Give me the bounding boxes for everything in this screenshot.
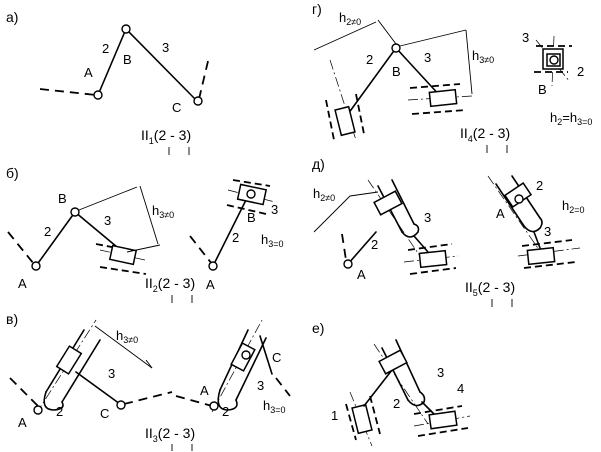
svg-text:2: 2 (536, 178, 543, 193)
svg-text:h3=0: h3=0 (263, 398, 286, 415)
slider-1-e (351, 403, 373, 435)
svg-text:3: 3 (271, 202, 278, 217)
label-joint-c: C (172, 100, 181, 115)
joint-b (121, 24, 131, 34)
svg-text:4: 4 (457, 381, 464, 396)
svg-text:2: 2 (56, 404, 63, 419)
panel-v-letter: в) (6, 311, 18, 327)
svg-text:B: B (58, 191, 67, 206)
svg-text:C: C (100, 406, 109, 421)
ground-line-c (198, 56, 210, 100)
link-3-a (125, 28, 198, 102)
svg-text:A: A (206, 277, 215, 292)
svg-text:II4(2 - 3): II4(2 - 3) (460, 125, 510, 144)
slider-block-b (108, 244, 138, 266)
svg-text:A: A (496, 206, 505, 221)
svg-text:A: A (18, 415, 27, 430)
label-joint-b: B (123, 52, 132, 67)
caption-a: II1(2 - 3) (141, 127, 191, 155)
svg-text:3: 3 (257, 378, 264, 393)
svg-text:2: 2 (44, 224, 51, 239)
panel-e: е) 1 2 3 4 (312, 320, 471, 447)
svg-text:II1(2 - 3): II1(2 - 3) (141, 127, 191, 146)
panel-d: д) h2≠0 A 2 3 A 2 3 h2=0 (312, 156, 585, 307)
svg-text:2: 2 (371, 237, 378, 252)
panel-d-letter: д) (312, 156, 325, 172)
svg-text:B: B (392, 64, 401, 79)
svg-text:2: 2 (393, 396, 400, 411)
link-2-a (97, 28, 127, 96)
joint-c (193, 96, 203, 106)
ground-line-b (7, 231, 35, 265)
panel-a-letter: а) (6, 9, 18, 25)
joint-a (93, 90, 103, 100)
label-link-3: 3 (162, 40, 169, 55)
caption-b: II2(2 - 3) (145, 275, 195, 303)
svg-text:II3(2 - 3): II3(2 - 3) (145, 425, 195, 444)
svg-text:2: 2 (366, 52, 373, 67)
label-link-2: 2 (102, 41, 109, 56)
ground-line-a (39, 88, 97, 96)
svg-text:A: A (357, 267, 366, 282)
label-joint-a: A (84, 65, 93, 80)
caption-d: II5(2 - 3) (465, 279, 515, 307)
svg-text:A: A (200, 383, 209, 398)
joint-b-b (70, 207, 80, 217)
panel-g-letter: г) (312, 1, 322, 17)
panel-e-letter: е) (312, 320, 324, 336)
svg-text:B: B (247, 210, 256, 225)
panel-b-letter: б) (6, 165, 19, 181)
svg-text:h2≠0: h2≠0 (313, 186, 335, 203)
svg-text:h2≠0: h2≠0 (339, 10, 361, 27)
svg-text:3: 3 (544, 224, 551, 239)
svg-text:C: C (272, 350, 281, 365)
svg-text:II2(2 - 3): II2(2 - 3) (145, 275, 195, 294)
svg-text:h3≠0: h3≠0 (472, 48, 494, 65)
svg-text:3: 3 (108, 366, 115, 381)
svg-text:h3=0: h3=0 (261, 232, 284, 249)
panel-b: б) h3≠0 A B 2 3 A B 2 3 h3=0 II2( (6, 165, 284, 303)
svg-text:3: 3 (424, 50, 431, 65)
svg-text:II5(2 - 3): II5(2 - 3) (465, 279, 515, 298)
svg-text:2: 2 (232, 230, 239, 245)
joint-a-b (31, 261, 41, 271)
link-3-b (74, 211, 124, 253)
svg-text:2: 2 (222, 404, 229, 419)
svg-text:A: A (18, 276, 27, 291)
panel-a: а) A B C 2 3 II1(2 - 3) (6, 9, 210, 155)
svg-text:2: 2 (577, 64, 584, 79)
panel-g: г) h2≠0 h3≠0 B 2 3 3 2 B h2=h (312, 1, 592, 153)
panel-v: в) h3≠0 A C 2 3 A C 2 3 h3=0 (6, 311, 291, 451)
svg-text:B: B (538, 82, 547, 97)
svg-text:1: 1 (331, 408, 338, 423)
caption-v: II3(2 - 3) (145, 425, 195, 451)
svg-text:h2=h3=0: h2=h3=0 (550, 110, 592, 127)
link-2-g (347, 47, 397, 115)
svg-text:h2=0: h2=0 (562, 198, 585, 215)
link-3-g (395, 47, 443, 99)
slider-block-v (55, 345, 83, 375)
svg-text:3: 3 (437, 365, 444, 380)
svg-text:3: 3 (104, 213, 111, 228)
link-2-b (35, 211, 76, 267)
caption-g: II4(2 - 3) (460, 125, 510, 153)
svg-text:h3≠0: h3≠0 (152, 203, 174, 220)
svg-text:3: 3 (424, 210, 431, 225)
svg-text:3: 3 (522, 30, 529, 45)
svg-text:h3≠0: h3≠0 (116, 328, 138, 345)
link-2-d (347, 231, 377, 265)
